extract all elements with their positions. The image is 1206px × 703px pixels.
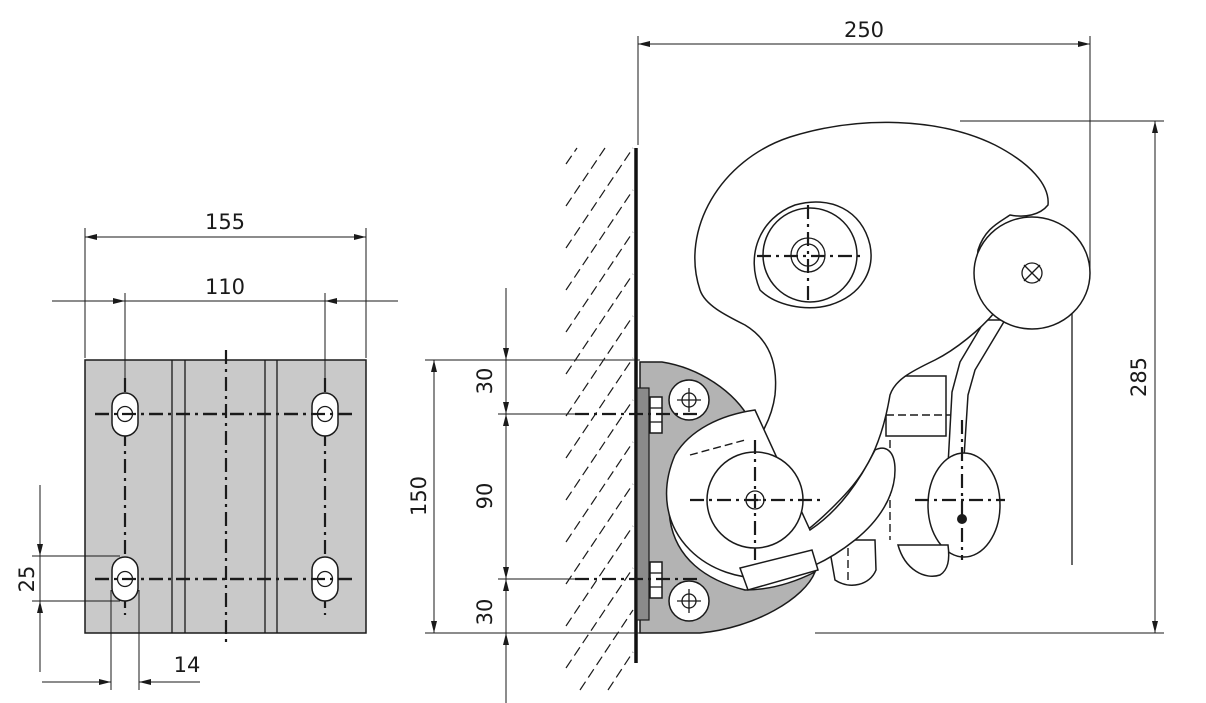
lower-pivot [665, 409, 896, 591]
dim-label-plate-width: 155 [205, 210, 245, 234]
dim-label-top-offset: 30 [473, 368, 497, 395]
dim-hole-spacing: 110 [52, 275, 398, 390]
dim-overall-height: 285 [815, 120, 1164, 634]
dim-mount-height: 150 [407, 360, 437, 633]
dim-overall-width: 250 [637, 18, 1091, 270]
front-view [84, 350, 367, 645]
dim-label-bolt-spacing: 90 [473, 483, 497, 510]
dim-plate-width: 155 [84, 210, 367, 358]
lower-roller [927, 452, 1001, 558]
dim-label-mount-height: 150 [407, 476, 431, 516]
bracket-screw-bottom [668, 580, 710, 622]
upper-roller [973, 216, 1091, 330]
mounting-bracket [639, 361, 817, 634]
dim-label-hole-spacing: 110 [205, 275, 245, 299]
dim-label-bottom-offset: 30 [473, 599, 497, 626]
dim-label-overall-width: 250 [844, 18, 884, 42]
dim-label-slot-width: 14 [174, 653, 201, 677]
wall-hatching [565, 147, 634, 691]
dim-slot-width: 14 [42, 590, 200, 690]
dim-label-overall-height: 285 [1127, 357, 1151, 397]
dim-label-slot-height: 25 [15, 566, 39, 593]
dim-chain: 30 90 30 [473, 288, 509, 703]
dim-slot-height: 25 [15, 485, 120, 672]
bracket-screw-top [668, 379, 710, 421]
